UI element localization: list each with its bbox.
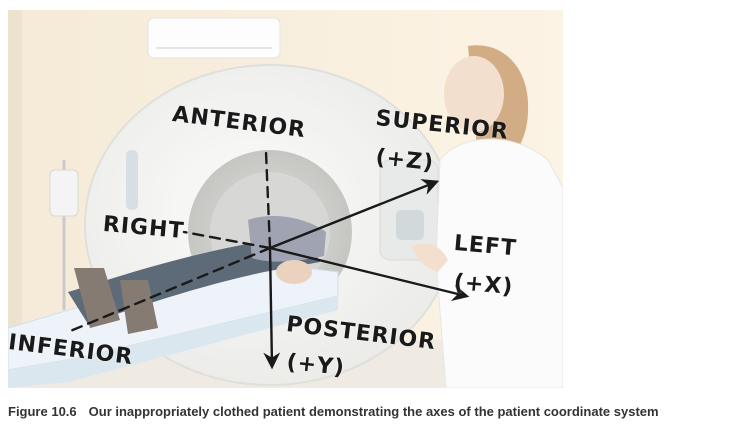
iv-stand: [49, 160, 79, 310]
label-left: LEFT: [452, 231, 518, 262]
label-left-sign: (+X): [452, 270, 515, 301]
superior-axis-arrow: [268, 179, 440, 250]
anterior-axis-dashed: [264, 150, 272, 250]
posterior-axis-arrow: [263, 246, 281, 370]
wall-edge: [8, 10, 22, 388]
air-conditioner: [147, 17, 281, 59]
right-axis-dashed: [182, 230, 272, 250]
figure-number: Figure 10.6: [8, 404, 77, 419]
coordinate-axes: [66, 150, 470, 370]
figure-photo: ANTERIOR SUPERIOR (+Z) RIGHT LEFT (+X) P…: [8, 10, 563, 388]
left-axis-arrow: [268, 246, 470, 301]
inferior-axis-dashed: [66, 246, 272, 334]
technician: [412, 45, 563, 388]
ct-scanner-photo: [8, 10, 563, 388]
caption-text: Our inappropriately clothed patient demo…: [88, 404, 659, 419]
figure-caption: Figure 10.6 Our inappropriately clothed p…: [8, 404, 728, 422]
